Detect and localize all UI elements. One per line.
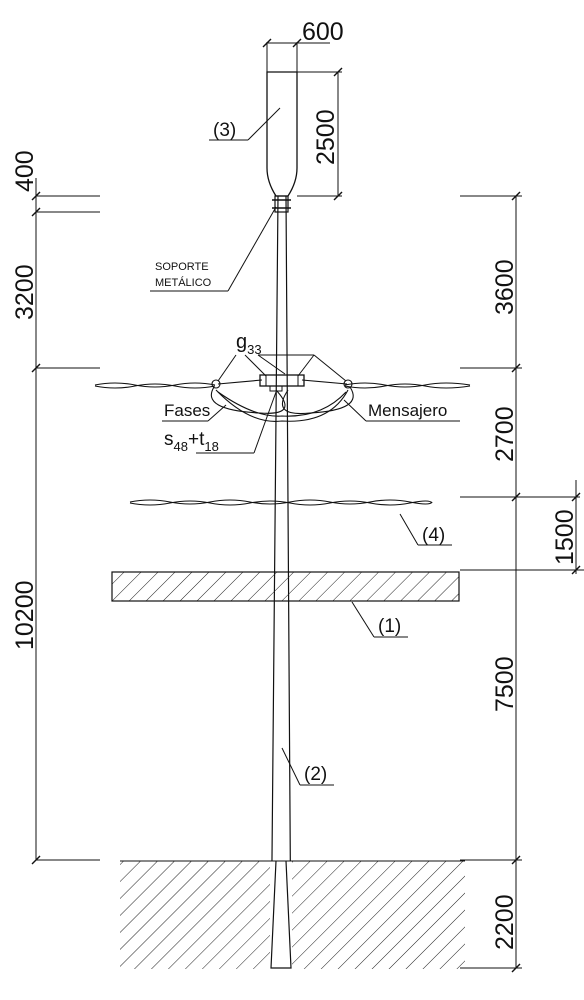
dim-10200-label: 10200 bbox=[11, 580, 39, 650]
right-dimensions: 3600 2700 1500 7500 2200 bbox=[460, 191, 584, 973]
conductor-assembly bbox=[94, 354, 471, 422]
dim-2700-label: 2700 bbox=[491, 406, 519, 462]
dim-7500-label: 7500 bbox=[491, 656, 519, 712]
callout-3: (3) bbox=[209, 107, 281, 141]
label-item-4: (4) bbox=[422, 525, 445, 546]
label-support-line2: METÁLICO bbox=[155, 276, 212, 289]
callout-support: SOPORTE METÁLICO bbox=[150, 206, 277, 292]
dim-1500-label: 1500 bbox=[551, 509, 579, 565]
label-item-3: (3) bbox=[213, 120, 236, 141]
dimension-luminaire-height: 2500 bbox=[297, 67, 343, 201]
ground-hatch bbox=[120, 860, 465, 969]
label-messenger: Mensajero bbox=[368, 401, 447, 420]
label-support-line1: SOPORTE bbox=[155, 261, 209, 273]
hatched-slab bbox=[111, 571, 460, 602]
label-item-1: (1) bbox=[378, 616, 401, 637]
callout-1: (1) bbox=[351, 601, 408, 638]
label-item-2: (2) bbox=[304, 764, 327, 785]
label-s48-t18: s48+t18 bbox=[164, 429, 219, 454]
left-dimensions: 400 3200 10200 bbox=[11, 150, 100, 865]
callout-s48-t18: s48+t18 bbox=[164, 391, 277, 454]
luminaire bbox=[266, 71, 298, 197]
dim-3600-label: 3600 bbox=[491, 259, 519, 315]
lower-conductor bbox=[129, 499, 433, 506]
callout-2: (2) bbox=[281, 747, 334, 786]
dim-600-label: 600 bbox=[302, 18, 344, 46]
callout-messenger: Mensajero bbox=[343, 399, 460, 422]
dim-2200-label: 2200 bbox=[491, 894, 519, 950]
dim-3200-label: 3200 bbox=[11, 264, 39, 320]
dim-400-label: 400 bbox=[11, 150, 39, 192]
callout-4: (4) bbox=[399, 513, 452, 546]
label-g33: g33 bbox=[236, 331, 262, 357]
dim-2500-label: 2500 bbox=[312, 109, 340, 165]
callout-phases: Fases bbox=[162, 401, 227, 422]
dimension-top-width: 600 bbox=[262, 18, 344, 72]
label-phases: Fases bbox=[164, 401, 210, 420]
